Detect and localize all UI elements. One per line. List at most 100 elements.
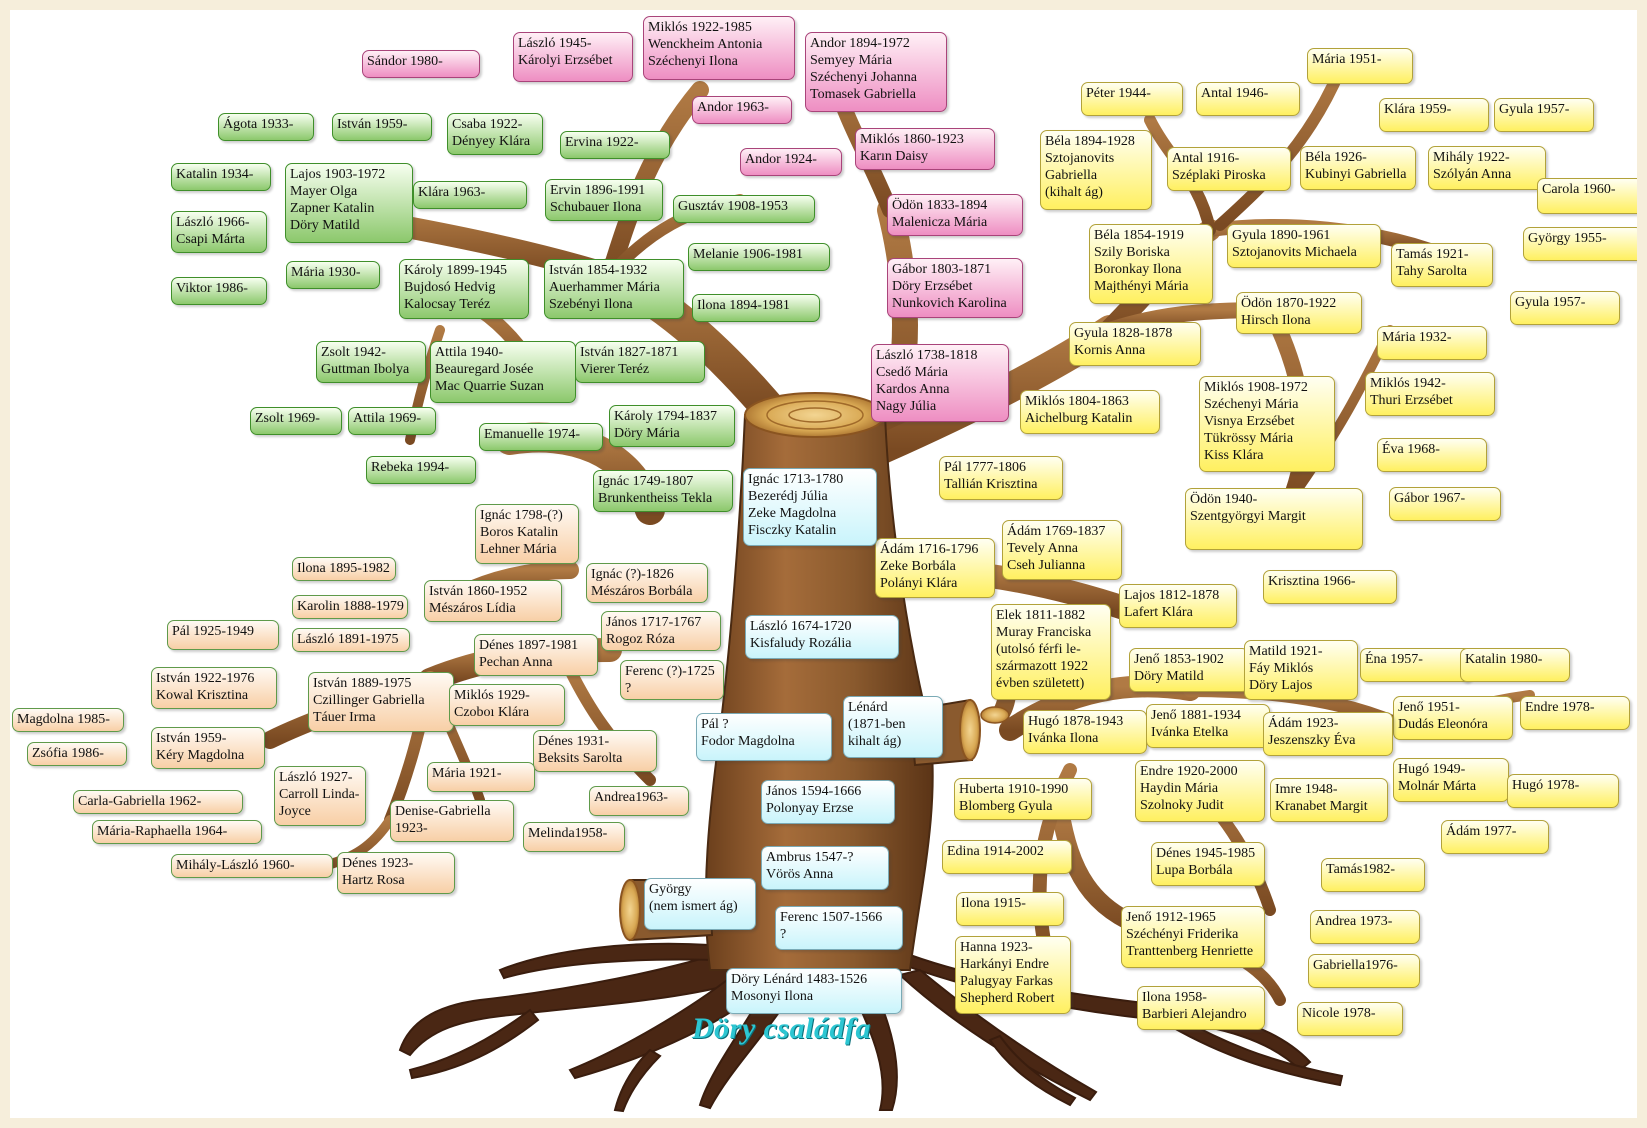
person-name: Pál ? <box>701 717 729 732</box>
person-detail: Szebényi Ilona <box>549 297 633 312</box>
person-detail: Muray Franciska <box>996 625 1092 640</box>
person-detail: Döry Matild <box>1134 669 1204 684</box>
person-node-ilona-1958: Ilona 1958-Barbieri Alejandro <box>1137 986 1265 1030</box>
person-node-ambrus-1547: Ambrus 1547-?Vörös Anna <box>761 846 889 890</box>
person-detail: Vierer Teréz <box>580 362 650 377</box>
person-detail: Csapi Márta <box>176 232 245 247</box>
person-detail: Széchenyi Johanna <box>810 70 917 85</box>
person-node-zsolt-1969: Zsolt 1969- <box>250 407 342 435</box>
person-name: István 1959- <box>337 117 408 132</box>
person-name: Zsolt 1942- <box>321 345 386 360</box>
person-name: Ilona 1915- <box>961 896 1026 911</box>
person-name: Gábor 1967- <box>1394 491 1466 506</box>
person-name: Mária 1951- <box>1312 52 1382 67</box>
person-name: Miklós 1860-1923 <box>860 132 964 147</box>
person-node-gabor-1967: Gábor 1967- <box>1389 487 1501 521</box>
person-detail: Harkányi Endre <box>960 957 1050 972</box>
person-node-katalin-1934: Katalin 1934- <box>171 163 271 191</box>
person-name: Andrea 1973- <box>1315 914 1393 929</box>
person-name: Jenő 1853-1902 <box>1134 652 1224 667</box>
person-detail: Táuer Irma <box>313 710 376 725</box>
person-detail: Kubinyi Gabriella <box>1305 167 1407 182</box>
person-node-pal-1925: Pál 1925-1949 <box>167 620 279 650</box>
person-node-maria-1932: Mária 1932- <box>1377 326 1487 360</box>
person-node-rebeka-1994: Rebeka 1994- <box>366 456 476 484</box>
person-name: Hanna 1923- <box>960 940 1033 955</box>
person-detail: Fodor Magdolna <box>701 734 795 749</box>
person-name: Mária 1930- <box>291 265 361 280</box>
person-detail: Kranabet Margit <box>1275 799 1368 814</box>
person-detail: Mayer Olga <box>290 184 358 199</box>
person-node-maria-1921: Mária 1921- <box>427 762 535 792</box>
person-detail: Brunkentheiss Tekla <box>598 491 713 506</box>
person-name: Jenő 1881-1934 <box>1151 708 1241 723</box>
person-detail: Lupa Borbála <box>1156 863 1233 878</box>
person-name: Katalin 1980- <box>1465 652 1543 667</box>
person-detail: Semyey Mária <box>810 53 893 68</box>
person-detail: Karın Daisy <box>860 149 929 164</box>
person-name: Endre 1978- <box>1525 700 1595 715</box>
person-name: Gyula 1828-1878 <box>1074 326 1173 341</box>
person-detail: Döry Lajos <box>1249 678 1313 693</box>
person-name: Denise-Gabriella <box>395 804 491 819</box>
person-detail: Kisfaludy Rozália <box>750 636 852 651</box>
person-detail: Joyce <box>279 804 311 819</box>
person-detail: Shepherd Robert <box>960 991 1055 1006</box>
person-detail: Fáy Miklós <box>1249 661 1314 676</box>
person-name: Emanuelle 1974- <box>484 427 581 442</box>
person-name: Ádám 1977- <box>1446 824 1517 839</box>
person-detail: Vörös Anna <box>766 867 834 882</box>
person-name: Andrea1963- <box>594 790 668 805</box>
person-detail: (kihalt ág) <box>1045 185 1103 200</box>
person-detail: kihalt ág) <box>848 734 902 749</box>
person-node-gyula-1957b: Gyula 1957- <box>1510 291 1620 325</box>
person-detail: származott 1922 <box>996 659 1089 674</box>
person-node-ervina-1922: Ervina 1922- <box>560 131 670 159</box>
person-node-ilona-1894: Ilona 1894-1981 <box>692 294 820 322</box>
person-name: Mihály-László 1960- <box>176 858 295 873</box>
person-node-imre-1948: Imre 1948-Kranabet Margit <box>1270 778 1388 822</box>
person-detail: ? <box>780 927 787 942</box>
person-detail: (utolsó férfi le- <box>996 642 1081 657</box>
person-node-adam-1977: Ádám 1977- <box>1441 820 1549 854</box>
person-name: Lajos 1812-1878 <box>1124 588 1220 603</box>
person-name: László 1966- <box>176 215 250 230</box>
person-detail: Carroll Linda- <box>279 787 360 802</box>
person-node-endre-1978: Endre 1978- <box>1520 696 1630 730</box>
person-name: Ádám 1716-1796 <box>880 542 979 557</box>
person-detail: Tomasek Gabriella <box>810 87 916 102</box>
person-node-gyorgy-1955: György 1955- <box>1523 227 1637 261</box>
person-detail: Mosonyi Ilona <box>731 989 814 1004</box>
person-name: László 1738-1818 <box>876 348 978 363</box>
person-detail: Beauregard Josée <box>435 362 534 377</box>
person-name: György <box>649 882 692 897</box>
person-detail: Aichelburg Katalin <box>1025 411 1133 426</box>
person-detail: Tranttenberg Henriette <box>1126 944 1254 959</box>
person-node-ena-1957: Éna 1957- <box>1360 648 1472 682</box>
person-node-bela-1926: Béla 1926-Kubinyi Gabriella <box>1300 146 1416 190</box>
person-name: Éna 1957- <box>1365 652 1423 667</box>
person-node-antal-1916: Antal 1916-Széplaki Piroska <box>1167 147 1291 191</box>
person-node-zsofia-1986: Zsófia 1986- <box>27 742 127 766</box>
person-detail: Széchenyi Mária <box>1204 397 1299 412</box>
person-name: Gyula 1957- <box>1499 102 1570 117</box>
person-node-hugo-1978: Hugó 1978- <box>1507 774 1619 808</box>
person-detail: Zeke Magdolna <box>748 506 837 521</box>
person-detail: Pechan Anna <box>479 655 553 670</box>
